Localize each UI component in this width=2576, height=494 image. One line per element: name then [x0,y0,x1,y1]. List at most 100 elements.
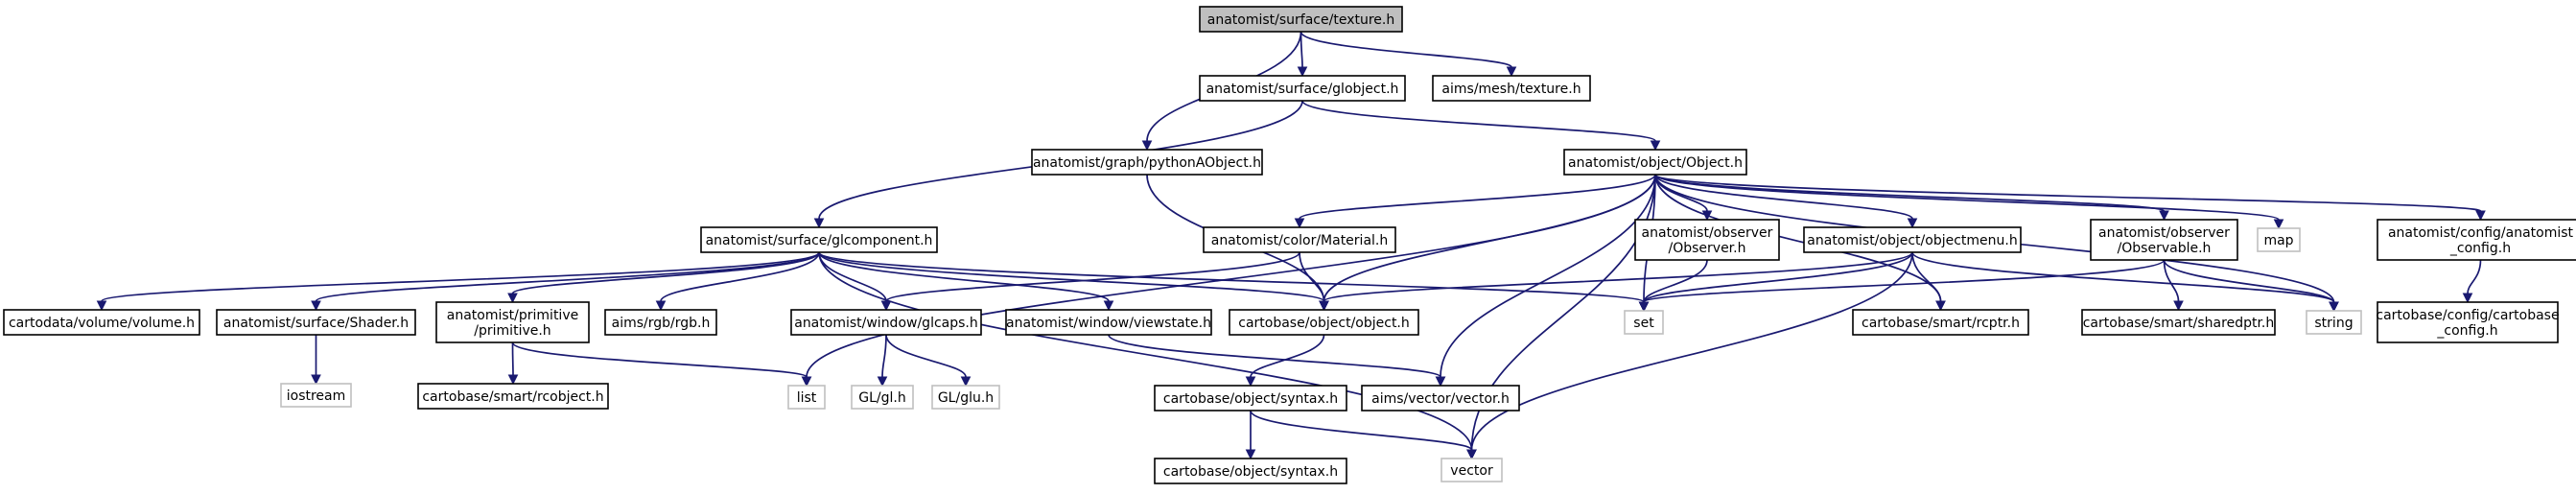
node-cartobase_config[interactable]: cartobase/config/cartobase_config.h [2376,301,2560,343]
arrow-head-icon [96,300,107,312]
edge-Observable-to-set [1638,259,2166,313]
node-box [790,309,982,336]
node-objectmenu[interactable]: anatomist/object/objectmenu.h [1803,226,2022,253]
edge-Object-to-objectmenu [1654,174,1918,229]
node-sharedptr[interactable]: cartobase/smart/sharedptr.h [2081,309,2276,336]
node-pythonAObject[interactable]: anatomist/graph/pythonAObject.h [1031,149,1263,176]
node-globject[interactable]: anatomist/surface/globject.h [1199,75,1406,102]
arrow-head-icon [960,376,972,388]
node-glcaps[interactable]: anatomist/window/glcaps.h [790,309,982,336]
edge-line [1440,174,1656,378]
edge-line [1299,174,1656,220]
node-rcptr[interactable]: cartobase/smart/rcptr.h [1852,309,2029,336]
edge-line [1654,174,1942,302]
node-box [1199,75,1406,102]
node-glh[interactable]: GL/gl.h [851,385,914,410]
edge-Observable-to-sharedptr [2163,259,2184,312]
node-box [1229,309,1419,336]
node-list[interactable]: list [787,385,826,410]
edge-Shader-to-iostream [311,334,321,386]
node-string[interactable]: string [2306,310,2362,335]
node-label: cartobase/smart/rcptr.h [1862,316,2020,331]
node-cobject[interactable]: cartobase/object/object.h [1229,309,1419,336]
node-box [1624,310,1664,335]
node-Observable[interactable]: anatomist/observer/Observable.h [2090,219,2238,261]
arrow-head-icon [1907,218,1918,229]
node-box [1852,309,2029,336]
node-box [2377,219,2576,261]
edge-glcomponent-to-set [818,251,1650,313]
node-viewstate[interactable]: anatomist/window/viewstate.h [1005,309,1212,336]
arrow-head-icon [1506,66,1517,78]
edge-line [1470,251,1913,451]
node-box [2306,310,2362,335]
node-label: _config.h [2449,241,2511,256]
node-syntaxB[interactable]: cartobase/object/syntax.h [1154,458,1347,484]
node-box [3,309,200,336]
node-box [1154,458,1347,484]
node-label: cartobase/config/cartobase [2376,308,2559,323]
node-label: anatomist/color/Material.h [1211,233,1389,248]
node-vector[interactable]: vector [1440,458,1503,482]
node-box [604,309,717,336]
arrow-head-icon [311,300,321,312]
arrow-head-icon [2462,293,2473,304]
node-set[interactable]: set [1624,310,1664,335]
arrow-head-icon [877,376,888,388]
node-box [2377,301,2559,343]
node-Observer[interactable]: anatomist/observer/Observer.h [1634,219,1780,261]
edge-line [511,341,808,378]
node-rcobject[interactable]: cartobase/smart/rcobject.h [417,383,609,410]
edge-line [1911,251,1942,302]
arrow-head-icon [655,300,667,312]
edge-line [511,341,514,376]
node-rgb[interactable]: aims/rgb/rgb.h [604,309,717,336]
node-Shader[interactable]: anatomist/surface/Shader.h [216,309,416,336]
node-box [216,309,416,336]
edge-syntaxA-to-syntaxB [1245,411,1256,460]
node-aimstexture[interactable]: aims/mesh/texture.h [1432,75,1591,102]
node-box [1803,226,2022,253]
node-root[interactable]: anatomist/surface/texture.h [1199,6,1403,33]
node-anatomist_config[interactable]: anatomist/config/anatomist_config.h [2377,219,2576,261]
edge-line [881,334,887,378]
node-label: aims/rgb/rgb.h [612,316,711,331]
node-map[interactable]: map [2257,227,2301,252]
node-box [700,226,938,253]
arrow-head-icon [2475,210,2486,222]
node-Material[interactable]: anatomist/color/Material.h [1203,226,1396,253]
node-label: cartobase/smart/rcobject.h [422,389,603,405]
node-box [1199,6,1403,33]
edge-line [885,334,967,378]
node-aimsvector[interactable]: aims/vector/vector.h [1361,385,1520,412]
arrow-head-icon [1435,376,1446,388]
edge-Material-to-glcaps [880,251,1300,312]
nodes-layer: anatomist/surface/texture.h anatomist/sur… [3,6,2576,484]
node-syntaxA[interactable]: cartobase/object/syntax.h [1154,385,1347,412]
node-label: set [1633,316,1654,331]
node-Object[interactable]: anatomist/object/Object.h [1563,149,1747,176]
node-label: anatomist/surface/globject.h [1206,82,1399,97]
node-box [931,385,1000,410]
arrow-head-icon [1638,301,1650,313]
node-volume[interactable]: cartodata/volume/volume.h [3,309,200,336]
node-iostream[interactable]: iostream [280,383,352,408]
edge-line [1323,251,1913,302]
node-label: anatomist/surface/Shader.h [223,316,409,331]
node-box [1031,149,1263,176]
node-label: anatomist/primitive [447,308,578,323]
node-box [787,385,826,410]
arrow-head-icon [2173,300,2184,312]
node-gluh[interactable]: GL/glu.h [931,385,1000,410]
node-label: anatomist/surface/glcomponent.h [706,233,933,248]
node-label: anatomist/window/glcaps.h [794,316,978,331]
edge-Object-to-Material [1294,174,1656,229]
edge-line [818,251,1645,303]
node-label: cartobase/smart/sharedptr.h [2083,316,2275,331]
edge-glcomponent-to-vector [818,251,1477,460]
node-label: anatomist/observer [1642,225,1773,241]
node-glcomponent[interactable]: anatomist/surface/glcomponent.h [700,226,938,253]
node-primitive[interactable]: anatomist/primitive/primitive.h [435,301,590,343]
node-box [2090,219,2238,261]
node-label: vector [1450,463,1493,479]
